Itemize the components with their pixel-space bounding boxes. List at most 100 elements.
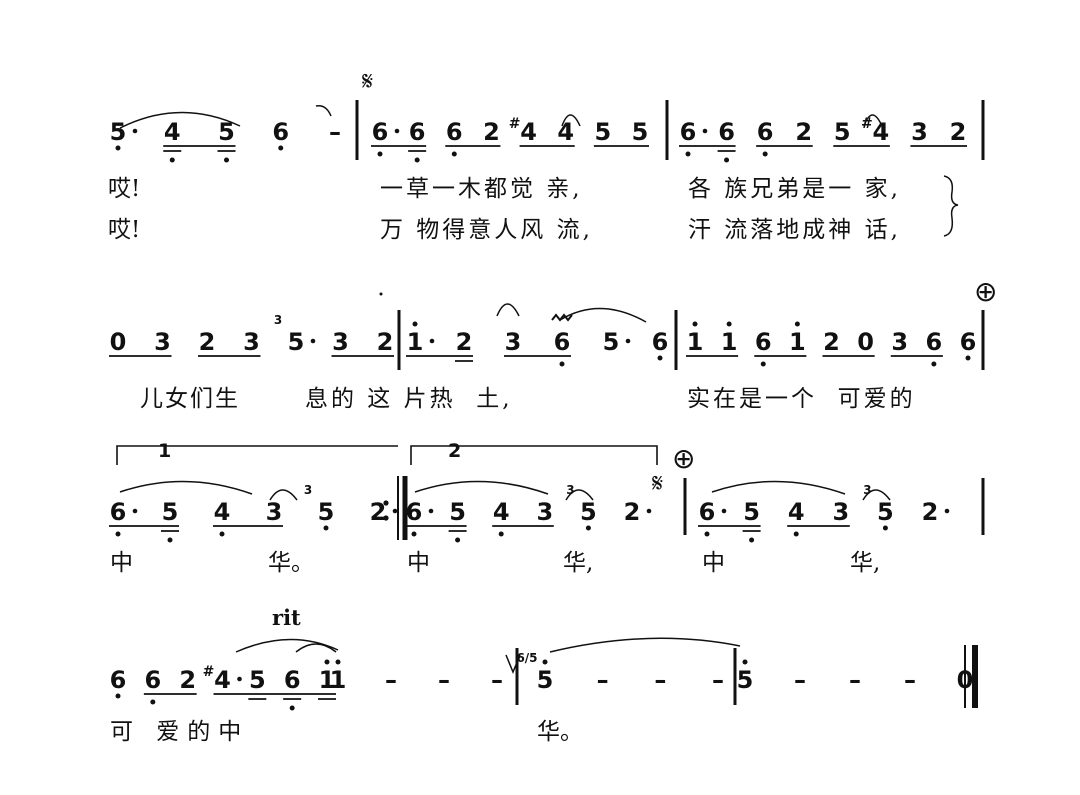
- note-group: 5: [603, 328, 631, 356]
- rest-note: 0: [857, 328, 874, 356]
- augmentation-dot: [237, 676, 242, 682]
- note-group: 4: [493, 498, 510, 537]
- repeat-end-sign: [383, 476, 408, 540]
- note-digit: 3: [536, 498, 553, 526]
- note-digit: 6: [406, 498, 423, 526]
- octave-dot-low: [455, 537, 461, 543]
- note-group: 5: [743, 498, 760, 543]
- note-digit: 5: [449, 498, 466, 526]
- note-group: 1: [789, 321, 806, 356]
- note-group: 6: [551, 313, 573, 367]
- grace-note: 6/5: [516, 651, 537, 665]
- note-digit: 5: [743, 498, 760, 526]
- note-digit: 5: [877, 498, 894, 526]
- note-group: 3: [505, 328, 522, 356]
- octave-dot-high: [726, 321, 732, 327]
- note-group: 1: [330, 659, 346, 694]
- note-digit: 6: [409, 118, 426, 146]
- note-group: 1: [407, 321, 435, 356]
- bar-lines: [355, 100, 985, 705]
- segno-sign: 𝄋: [652, 469, 663, 499]
- note-group: –: [385, 666, 397, 694]
- note-digit: 4: [493, 498, 510, 526]
- note-group: 4#: [861, 116, 889, 146]
- note-group: –: [597, 666, 609, 694]
- note-group: 6: [755, 328, 772, 367]
- note-group: –: [849, 666, 861, 694]
- note-digit: 2: [483, 118, 500, 146]
- note-group: 5: [595, 118, 612, 146]
- note-group: –: [329, 118, 341, 146]
- octave-dot-low: [749, 537, 755, 543]
- note-digit: 1: [319, 666, 336, 694]
- note-digit: 3: [266, 498, 283, 526]
- note-digit: 5: [110, 118, 127, 146]
- augmentation-dot: [944, 508, 950, 514]
- note-digit: 6: [110, 666, 127, 694]
- grace-note: 3: [863, 483, 871, 497]
- note-digit: 5: [834, 118, 851, 146]
- note-digit: 1: [789, 328, 806, 356]
- note-group: 5: [218, 118, 235, 163]
- grace-note: 3: [274, 313, 282, 327]
- augmentation-dot: [132, 128, 138, 134]
- note-digit: 6: [652, 328, 669, 356]
- note-digit: 6: [755, 328, 772, 356]
- note-digit: 3: [243, 328, 260, 356]
- note-digit: 5: [632, 118, 649, 146]
- note-group: 4: [164, 118, 181, 163]
- note-group: 5: [449, 498, 466, 543]
- octave-dot-low: [150, 699, 156, 705]
- note-group: 3: [891, 328, 908, 356]
- note-group: 4#: [203, 664, 242, 694]
- note-digit: 6: [372, 118, 389, 146]
- note-group: 2: [823, 328, 840, 356]
- note-digit: 2: [456, 328, 473, 356]
- note-group: 6: [272, 118, 289, 151]
- note-group: 1: [687, 321, 703, 356]
- note-digit: 6: [680, 118, 697, 146]
- note-digit: 2: [624, 498, 641, 526]
- note-digit: 6: [284, 666, 301, 694]
- note-digit: 2: [795, 118, 812, 146]
- note-group: 2: [624, 498, 652, 526]
- octave-dot-low: [882, 525, 888, 531]
- rest-note: 0: [110, 328, 127, 356]
- note-digit: 4: [788, 498, 805, 526]
- note-group: 3: [832, 498, 849, 526]
- volta-number: 1: [158, 440, 171, 462]
- note-group: 5: [834, 118, 851, 146]
- note-digit: 2: [179, 666, 196, 694]
- note-group: 3: [332, 328, 349, 356]
- note-group: 2: [483, 118, 500, 146]
- octave-dot-low: [411, 531, 417, 537]
- trill-ornament: [551, 313, 573, 322]
- octave-dot-high: [412, 321, 418, 327]
- segno-sign: 𝄋: [362, 67, 373, 97]
- note-digit: 6: [446, 118, 463, 146]
- note-digit: 4: [557, 118, 574, 146]
- octave-dot-low: [724, 157, 730, 163]
- note-digit: 4: [164, 118, 181, 146]
- octave-dot-low: [451, 151, 457, 157]
- note-digit: 3: [832, 498, 849, 526]
- stray-dot: [379, 292, 383, 296]
- note-group: 2: [456, 328, 473, 356]
- octave-dot-low: [559, 361, 565, 367]
- octave-dot-low: [115, 693, 121, 699]
- note-group: 1: [721, 321, 737, 356]
- volta-number: 2: [448, 440, 461, 462]
- octave-dot-low: [704, 531, 710, 537]
- note-group: 3: [243, 328, 260, 356]
- octave-dot-low: [115, 531, 121, 537]
- note-group: 5: [632, 118, 649, 146]
- octave-dot-low: [278, 145, 284, 151]
- augmentation-dot: [394, 128, 400, 134]
- note-digit: 6: [757, 118, 774, 146]
- verse-brace: [943, 175, 959, 237]
- octave-dot-low: [115, 145, 121, 151]
- note-group: 56/5: [516, 651, 553, 694]
- note-group: 1: [319, 659, 336, 694]
- breath-mark: [315, 104, 332, 117]
